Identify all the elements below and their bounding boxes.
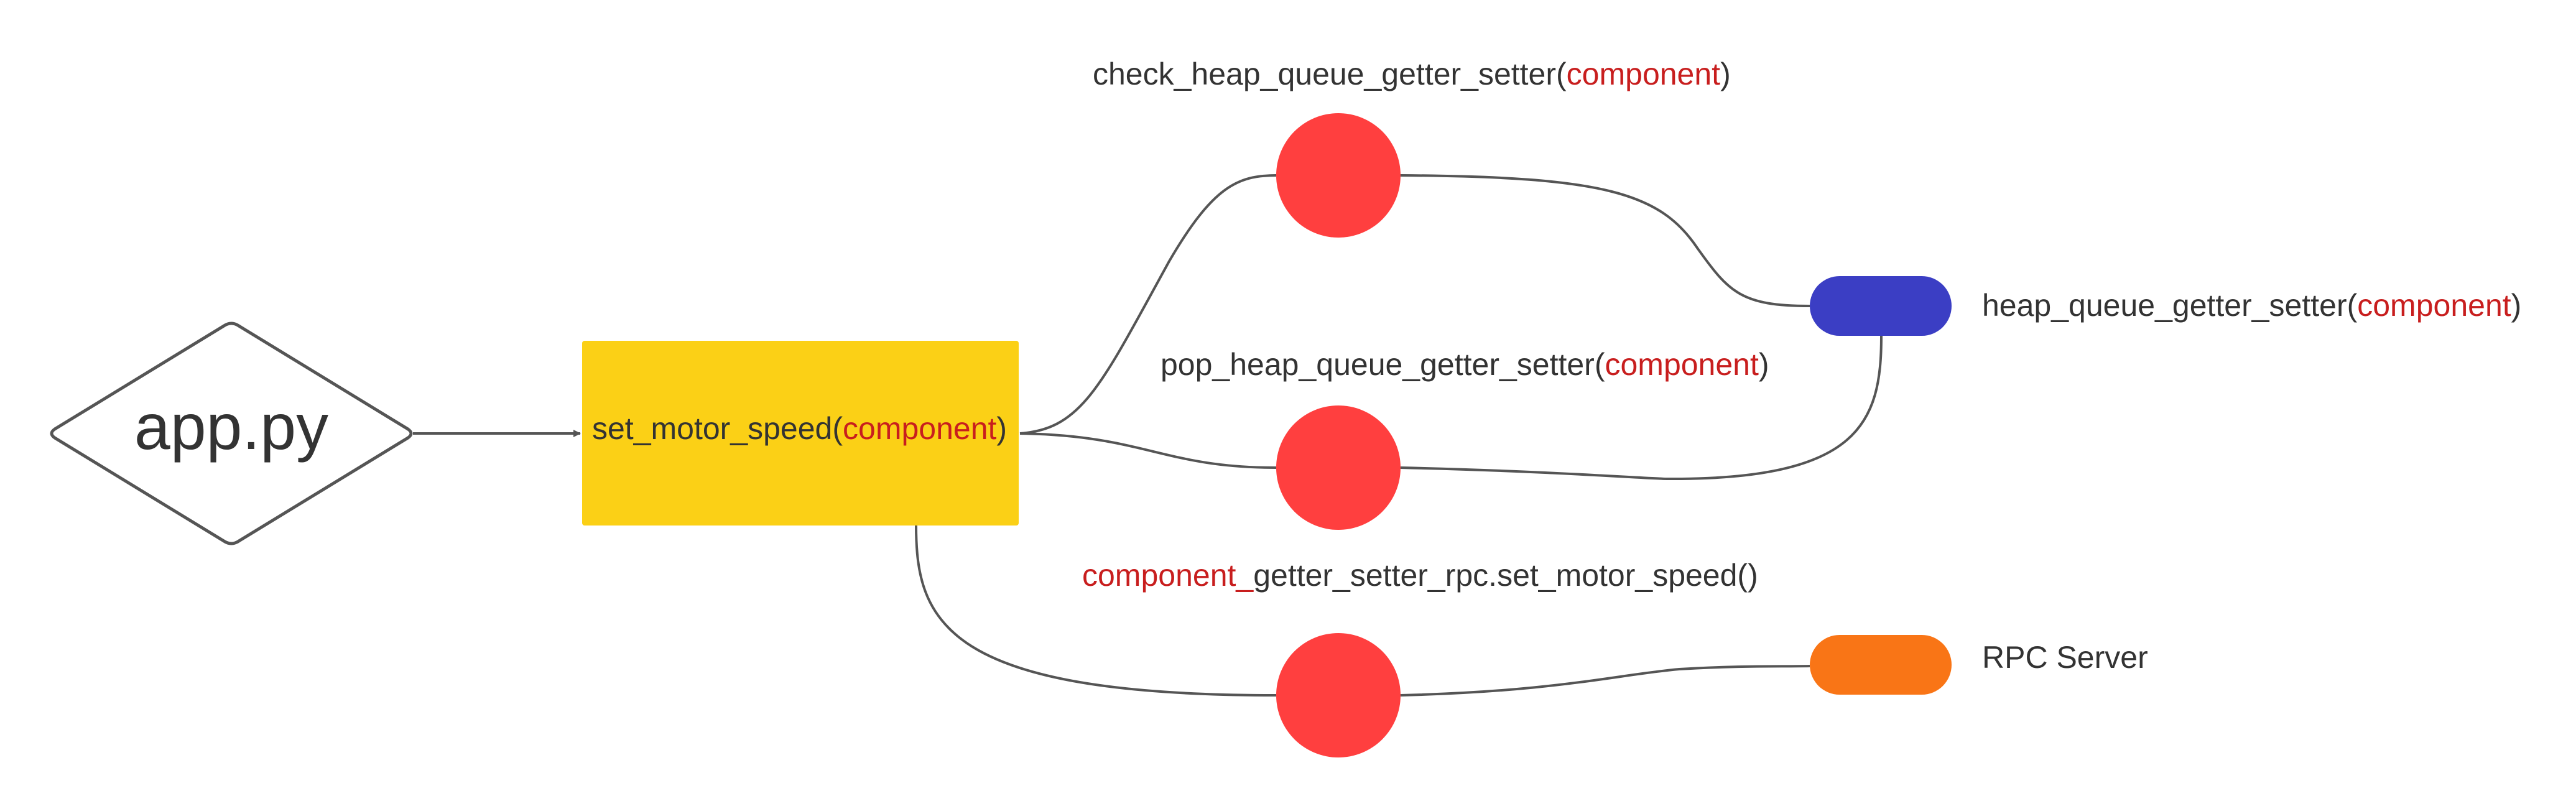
process-node: set_motor_speed(component)	[582, 341, 1019, 526]
process-label-prefix: set_motor_speed(	[592, 411, 843, 446]
start-node: app.py	[50, 322, 413, 545]
check-label-highlight: component	[1567, 57, 1720, 91]
rpc-call-circle-shape	[1276, 633, 1401, 757]
rpc-call-label-highlight: component_	[1082, 558, 1254, 593]
check-label-suffix: )	[1720, 57, 1731, 91]
pop-label-highlight: component	[1605, 347, 1758, 382]
rpc-call-label-suffix: getter_setter_rpc.set_motor_speed()	[1253, 558, 1758, 593]
pop-node: pop_heap_queue_getter_setter(component)	[1161, 347, 1769, 530]
check-label-prefix: check_heap_queue_getter_setter(	[1093, 57, 1567, 91]
process-label: set_motor_speed(component)	[592, 411, 1007, 446]
heap-label-highlight: component	[2357, 288, 2511, 323]
rpc-call-node-label: component_getter_setter_rpc.set_motor_sp…	[1082, 558, 1758, 593]
process-rect-shape	[582, 341, 1019, 526]
start-diamond-shape	[50, 322, 413, 545]
heap-store-label: heap_queue_getter_setter(component)	[1982, 288, 2521, 323]
edge-rpc-call-to-rpc-server	[1400, 665, 1810, 697]
start-label: app.py	[134, 391, 328, 463]
edge-process-to-check	[1019, 174, 1277, 435]
edge-pop-to-heap	[1400, 335, 1883, 481]
pop-node-label: pop_heap_queue_getter_setter(component)	[1161, 347, 1769, 382]
heap-label-prefix: heap_queue_getter_setter(	[1982, 288, 2358, 323]
edge-process-to-rpc-call	[915, 525, 1277, 697]
edges	[413, 174, 1883, 697]
rpc-call-node: component_getter_setter_rpc.set_motor_sp…	[1082, 558, 1758, 757]
pop-label-suffix: )	[1759, 347, 1769, 382]
pop-circle-shape	[1276, 405, 1401, 530]
process-label-suffix: )	[996, 411, 1007, 446]
process-label-highlight: component	[843, 411, 996, 446]
rpc-server-label: RPC Server	[1982, 640, 2148, 675]
check-node: check_heap_queue_getter_setter(component…	[1093, 57, 1731, 238]
edge-process-to-pop	[1019, 432, 1277, 469]
check-circle-shape	[1276, 113, 1401, 238]
rpc-server-node: RPC Server	[1810, 635, 2148, 695]
check-node-label: check_heap_queue_getter_setter(component…	[1093, 57, 1731, 91]
pop-label-prefix: pop_heap_queue_getter_setter(	[1161, 347, 1605, 382]
heap-store-node: heap_queue_getter_setter(component)	[1810, 276, 2521, 336]
rpc-server-pill-shape	[1810, 635, 1952, 695]
heap-store-pill-shape	[1810, 276, 1952, 336]
heap-label-suffix: )	[2511, 288, 2522, 323]
edge-check-to-heap	[1400, 174, 1810, 307]
